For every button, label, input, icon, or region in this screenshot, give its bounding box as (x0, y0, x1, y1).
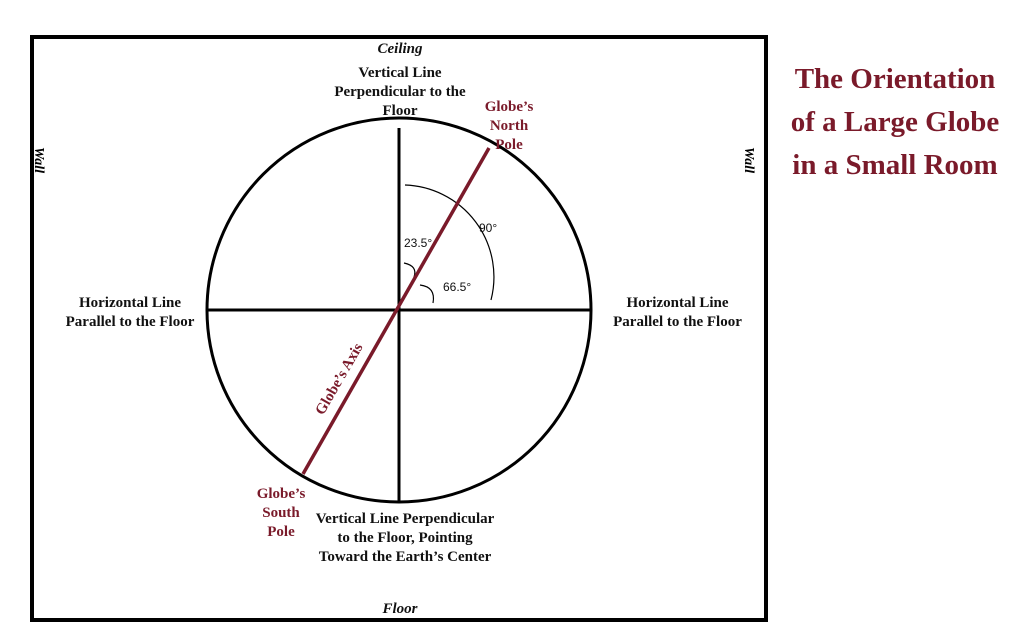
floor-label: Floor (382, 601, 418, 617)
south-pole-label: Globe’s South Pole (256, 486, 306, 540)
angle-arc-90 (404, 184, 495, 301)
right-wall-label: Wall (741, 146, 757, 174)
vertical-top-label: Vertical Line Perpendicular to the Floor (334, 65, 466, 119)
angle-arc-66 (419, 284, 435, 304)
north-pole-label: Globe’s North Pole (484, 99, 534, 153)
angle-arc-23 (403, 262, 416, 278)
tilt-angle-label: 23.5° (404, 236, 433, 250)
right-angle-label: 90° (479, 221, 498, 235)
horizontal-right-label: Horizontal Line Parallel to the Floor (613, 295, 742, 330)
vertical-bottom-label: Vertical Line Perpendicular to the Floor… (315, 511, 495, 565)
room-border (30, 35, 768, 622)
horizontal-left-label: Horizontal Line Parallel to the Floor (65, 295, 195, 330)
complement-angle-label: 66.5° (443, 280, 472, 294)
diagram-title: The Orientation of a Large Globe in a Sm… (790, 63, 1000, 181)
globe-axis-line (301, 147, 491, 475)
ceiling-label: Ceiling (377, 41, 423, 57)
left-wall-label: Wall (31, 146, 47, 174)
